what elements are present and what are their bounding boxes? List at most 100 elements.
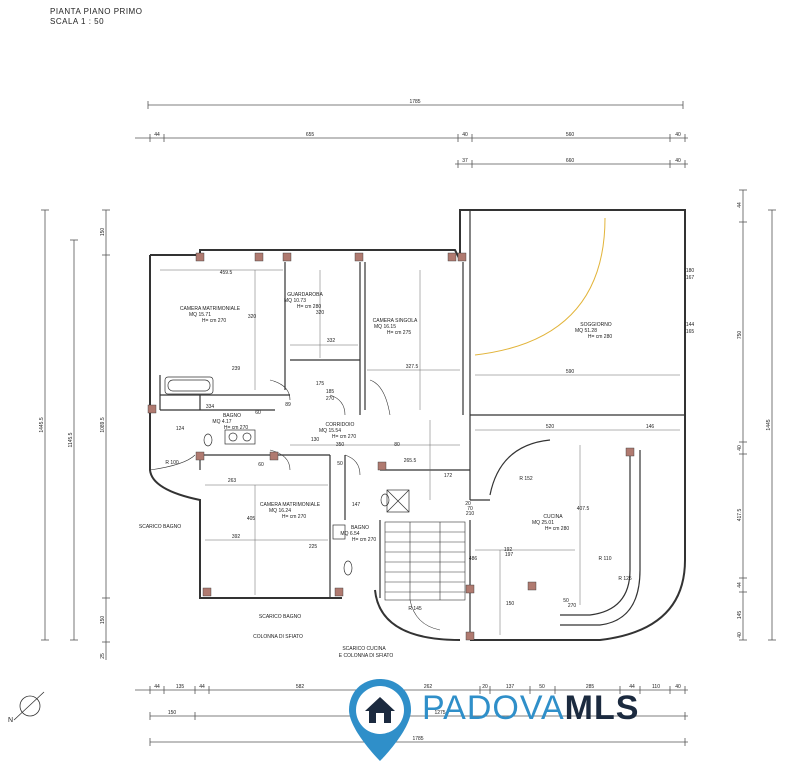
room-height: H= cm 270 [202, 318, 227, 324]
room-height: H= cm 270 [282, 514, 307, 520]
dimension-label: 172 [444, 473, 453, 479]
room-area: MQ 4.17 [212, 419, 231, 425]
dimension-label: 1145.5 [68, 432, 74, 447]
logo-wordmark: PADOVAMLS [422, 688, 639, 728]
dimension-label: 110 [652, 684, 660, 690]
logo-wordmark-padova: PADOVA [422, 689, 565, 727]
label-colonna-di-sfiato: COLONNA DI SFIATO [253, 634, 303, 640]
dimension-label: 40 [675, 132, 681, 138]
room-name: CAMERA MATRIMONIALE [180, 306, 241, 312]
dimension-label: 192 [504, 547, 513, 553]
dimension-label: 25 [100, 653, 106, 659]
label-scarico-bagno: SCARICO BAGNO [259, 614, 301, 620]
dimension-label: 44 [154, 132, 160, 138]
room-height: H= cm 270 [332, 434, 357, 440]
fixtures [164, 376, 410, 576]
dimension-label: 137 [506, 684, 515, 690]
dimension-label: 150 [506, 601, 515, 607]
dimension-label: 40 [462, 132, 468, 138]
dimension-label: 44 [737, 582, 743, 588]
room-name: GUARDAROBA [287, 292, 323, 298]
room-height: H= cm 280 [545, 526, 570, 532]
room-area: MQ 6.54 [340, 531, 359, 537]
dimension-label: 334 [206, 404, 215, 410]
logo-wordmark-mls: MLS [564, 689, 640, 727]
dimension-label: 263 [228, 478, 237, 484]
dimension-label: 144 [686, 322, 695, 328]
dimension-label: 145 [737, 611, 743, 620]
dimension-label: 590 [566, 369, 575, 375]
radius-label: R 145 [408, 606, 422, 612]
dimension-label: 20 [465, 501, 471, 507]
room-area: MQ 15.71 [189, 312, 211, 318]
label-scarico-bagno: SCARICO BAGNO [139, 524, 181, 530]
dimension-label: 270 [326, 396, 335, 402]
dimension-label: 135 [176, 684, 185, 690]
dimension-label: 239 [232, 366, 241, 372]
dimension-label: 660 [566, 158, 575, 164]
dimension-label: 185 [326, 389, 335, 395]
dimension-label: 150 [100, 616, 106, 625]
dimension-label: 146 [646, 424, 655, 430]
dimension-label: 60 [258, 462, 264, 468]
dimension-label: 1089.5 [100, 417, 106, 433]
dimension-label: 210 [466, 511, 475, 517]
room-area: MQ 25.01 [532, 520, 554, 526]
dimension-label: 130 [311, 437, 320, 443]
dimension-lines [41, 101, 776, 746]
dimension-label: 560 [566, 132, 575, 138]
dimension-label: 147 [352, 502, 361, 508]
dimension-label: 50 [337, 461, 343, 467]
dimension-label: 44 [629, 684, 635, 690]
dimension-label: 180 [686, 268, 695, 274]
dimension-label: 1445 [766, 419, 772, 430]
dimension-label: 44 [154, 684, 160, 690]
dimension-label: 20 [482, 684, 488, 690]
dimension-label: 332 [327, 338, 336, 344]
north-compass: N [8, 691, 45, 724]
dimension-label: 265.5 [404, 458, 417, 464]
radius-label: R 100 [165, 460, 179, 466]
dimension-label: 197 [505, 552, 514, 558]
room-dimension-lines [160, 269, 680, 635]
plan-scale: SCALA 1 : 50 [50, 17, 105, 26]
dimension-label: 44 [199, 684, 205, 690]
dimension-label: 37 [462, 158, 468, 164]
dimension-label: 50 [563, 598, 569, 604]
dimension-label: 270 [568, 603, 577, 609]
dimension-label: 320 [316, 310, 325, 316]
dimension-label: 60 [255, 410, 261, 416]
house-pin-icon [349, 679, 411, 761]
dimension-label: 80 [394, 442, 400, 448]
dimension-label: 1785 [409, 99, 420, 105]
dimension-label: 225 [309, 544, 318, 550]
room-name: SOGGIORNO [580, 322, 612, 328]
door-swings [149, 217, 606, 476]
label-scarico-cucina: SCARICO CUCINA [342, 646, 386, 652]
dimension-label: 520 [546, 424, 555, 430]
room-name: BAGNO [223, 413, 241, 419]
room-name: CORRIDOIO [326, 422, 355, 428]
compass-north-icon: N [8, 717, 13, 724]
room-area: MQ 15.54 [319, 428, 341, 434]
padova-mls-logo: PADOVAMLS [345, 675, 675, 765]
dimension-label: 655 [306, 132, 315, 138]
dimension-label: 262 [424, 684, 433, 690]
dimension-label: 89 [285, 402, 291, 408]
dimension-label: 40 [737, 445, 743, 451]
dimension-label: 459.5 [220, 270, 233, 276]
dimension-label: 405 [247, 516, 256, 522]
dimension-label: 40 [737, 632, 743, 638]
room-height: H= cm 270 [224, 425, 249, 431]
dimension-label: 486 [469, 556, 478, 562]
room-name: CUCINA [543, 514, 563, 520]
inner-walls [159, 210, 685, 640]
radius-label: R 152 [519, 476, 533, 482]
room-area: MQ 16.24 [269, 508, 291, 514]
dimension-label: 1785 [412, 736, 423, 742]
plan-title: PIANTA PIANO PRIMO [50, 7, 143, 16]
dimension-label: 40 [675, 684, 681, 690]
dimension-label: 50 [539, 684, 545, 690]
dimension-label: 175 [316, 381, 325, 387]
